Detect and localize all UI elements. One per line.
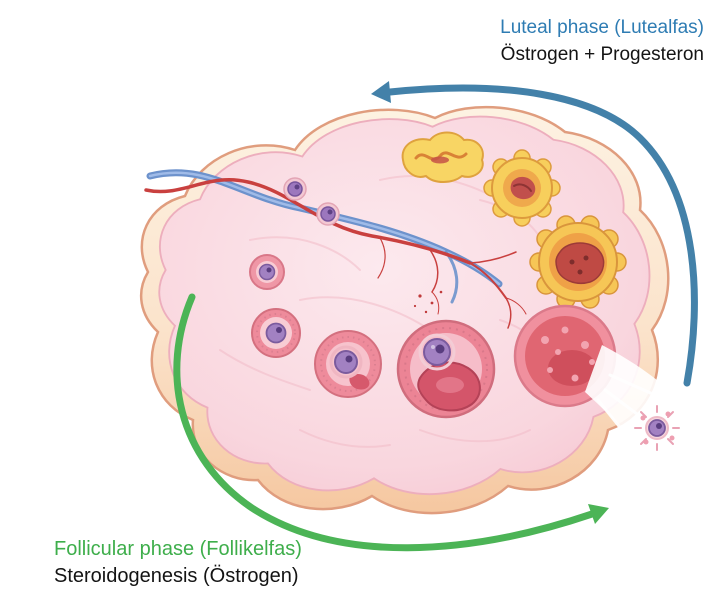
- ovary-stroma: [158, 115, 651, 496]
- luteal-phase-arrow: [371, 81, 698, 387]
- early-antral-follicle: [314, 330, 382, 398]
- luteal-phase-label-group: Luteal phase (Lutealfas) Östrogen + Prog…: [500, 14, 704, 68]
- graafian-follicle: [396, 319, 496, 419]
- follicular-phase-arrow: [173, 293, 609, 552]
- corpus-luteum-early: [401, 131, 484, 183]
- secondary-follicle: [251, 308, 301, 358]
- corpus-luteum-mature: [529, 215, 627, 309]
- capillary-specks: [413, 290, 443, 314]
- luteal-phase-label: Luteal phase (Lutealfas): [500, 17, 704, 38]
- follicular-phase-label-group: Follicular phase (Follikelfas) Steroidog…: [54, 536, 302, 590]
- ovarian-artery: [144, 177, 527, 329]
- follicular-hormones-label: Steroidogenesis (Östrogen): [54, 565, 299, 587]
- corpus-luteum-mid: [483, 149, 561, 227]
- primary-follicle: [249, 254, 285, 290]
- released-ovum: [634, 405, 680, 451]
- follicular-phase-label: Follicular phase (Follikelfas): [54, 538, 302, 560]
- primordial-follicles: [283, 177, 340, 226]
- luteal-hormones-label: Östrogen + Progesteron: [500, 44, 704, 65]
